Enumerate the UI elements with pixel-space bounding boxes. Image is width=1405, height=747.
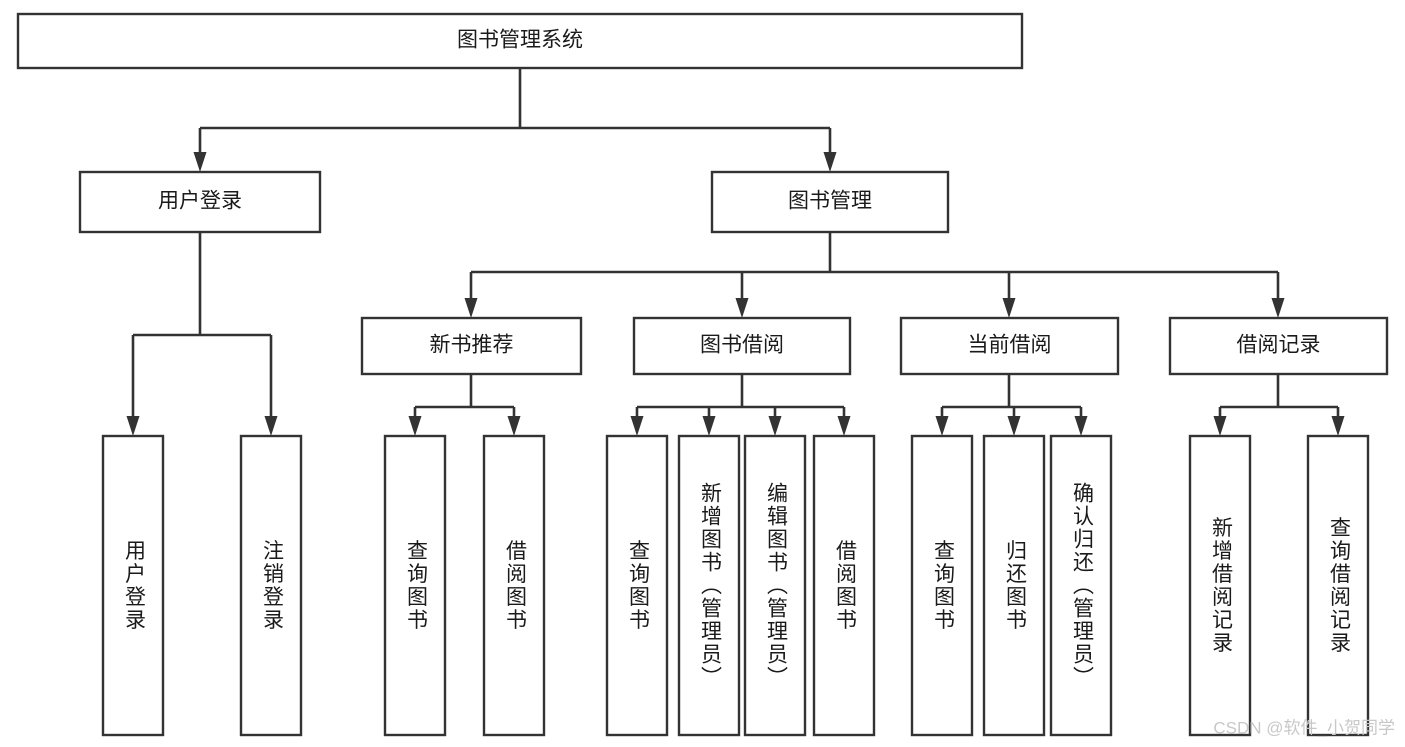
arrowhead-icon xyxy=(264,416,278,436)
node-label: 注销登录 xyxy=(260,540,284,632)
arrowhead-icon xyxy=(408,416,422,436)
node-label: 当前借阅 xyxy=(968,334,1052,357)
node-box[interactable] xyxy=(101,434,165,737)
node-box[interactable] xyxy=(710,170,950,234)
node-label: 确认归还（管理员） xyxy=(1070,482,1094,689)
node-box[interactable] xyxy=(360,316,583,376)
arrowhead-icon xyxy=(702,416,716,436)
watermark-layer: CSDN @软件_小贺同学 xyxy=(1213,718,1395,737)
node-leaf-return-book[interactable]: 归还图书 xyxy=(982,434,1046,737)
node-label: 用户登录 xyxy=(158,190,242,213)
connector-borrow-record-to-leaves xyxy=(1213,374,1345,436)
connector-current-borrow-to-leaves xyxy=(935,374,1088,436)
node-box[interactable] xyxy=(16,12,1024,70)
node-label: 新书推荐 xyxy=(430,334,514,357)
node-leaf-borrow-book-1[interactable]: 借阅图书 xyxy=(482,434,546,737)
watermark: CSDN @软件_小贺同学 xyxy=(1213,718,1395,737)
arrowhead-icon xyxy=(1007,416,1021,436)
arrowhead-icon xyxy=(126,416,140,436)
node-label: 图书管理 xyxy=(788,190,872,213)
node-box[interactable] xyxy=(1168,316,1389,376)
connector-user-login-to-leaves xyxy=(126,232,278,436)
node-label: 查询借阅记录 xyxy=(1327,517,1351,655)
node-current-borrow[interactable]: 当前借阅 xyxy=(899,316,1120,376)
node-book-borrow[interactable]: 图书借阅 xyxy=(632,316,852,376)
node-label: 查询图书 xyxy=(404,540,428,632)
connector-book-manage-to-level3 xyxy=(464,232,1285,318)
connector-root-to-level2 xyxy=(193,68,837,172)
node-label: 借阅图书 xyxy=(833,540,857,632)
node-label: 新增借阅记录 xyxy=(1209,517,1233,655)
node-label: 借阅图书 xyxy=(503,540,527,632)
arrowhead-icon xyxy=(1074,416,1088,436)
node-new-book-recommend[interactable]: 新书推荐 xyxy=(360,316,583,376)
node-box[interactable] xyxy=(383,434,447,737)
node-box[interactable] xyxy=(677,434,741,737)
node-box[interactable] xyxy=(743,434,807,737)
node-leaf-add-record[interactable]: 新增借阅记录 xyxy=(1188,434,1252,737)
node-leaf-query-book-3[interactable]: 查询图书 xyxy=(910,434,974,737)
node-label: 查询图书 xyxy=(626,540,650,632)
node-leaf-confirm-return[interactable]: 确认归还（管理员） xyxy=(1049,434,1113,737)
arrowhead-icon xyxy=(837,416,851,436)
node-box[interactable] xyxy=(482,434,546,737)
node-root[interactable]: 图书管理系统 xyxy=(16,12,1024,70)
arrowhead-icon xyxy=(464,298,478,318)
node-leaf-query-book-2[interactable]: 查询图书 xyxy=(605,434,669,737)
connector-book-borrow-to-leaves xyxy=(630,374,851,436)
arrowhead-icon xyxy=(1002,298,1016,318)
arrowhead-icon xyxy=(735,298,749,318)
node-leaf-user-login[interactable]: 用户登录 xyxy=(101,434,165,737)
node-user-login[interactable]: 用户登录 xyxy=(78,170,322,234)
node-box[interactable] xyxy=(605,434,669,737)
node-label: 新增图书（管理员） xyxy=(698,482,722,689)
arrowhead-icon xyxy=(768,416,782,436)
node-label: 编辑图书（管理员） xyxy=(764,482,788,689)
node-label: 查询图书 xyxy=(931,540,955,632)
node-box[interactable] xyxy=(812,434,876,737)
node-box[interactable] xyxy=(1049,434,1113,737)
node-leaf-logout[interactable]: 注销登录 xyxy=(239,434,303,737)
arrowhead-icon xyxy=(1213,416,1227,436)
connectors-layer xyxy=(126,68,1345,436)
node-leaf-borrow-book-2[interactable]: 借阅图书 xyxy=(812,434,876,737)
nodes-layer: 图书管理系统用户登录图书管理新书推荐图书借阅当前借阅借阅记录用户登录注销登录查询… xyxy=(16,12,1389,737)
arrowhead-icon xyxy=(193,152,207,172)
node-box[interactable] xyxy=(1306,434,1370,737)
node-box[interactable] xyxy=(899,316,1120,376)
arrowhead-icon xyxy=(935,416,949,436)
node-leaf-edit-book[interactable]: 编辑图书（管理员） xyxy=(743,434,807,737)
node-box[interactable] xyxy=(910,434,974,737)
node-box[interactable] xyxy=(78,170,322,234)
node-leaf-query-book-1[interactable]: 查询图书 xyxy=(383,434,447,737)
node-leaf-query-record[interactable]: 查询借阅记录 xyxy=(1306,434,1370,737)
node-label: 图书管理系统 xyxy=(457,29,583,52)
node-book-manage[interactable]: 图书管理 xyxy=(710,170,950,234)
node-borrow-record[interactable]: 借阅记录 xyxy=(1168,316,1389,376)
node-label: 借阅记录 xyxy=(1237,334,1321,357)
arrowhead-icon xyxy=(1271,298,1285,318)
arrowhead-icon xyxy=(823,152,837,172)
node-label: 用户登录 xyxy=(122,540,146,632)
node-box[interactable] xyxy=(982,434,1046,737)
node-box[interactable] xyxy=(1188,434,1252,737)
arrowhead-icon xyxy=(630,416,644,436)
node-label: 归还图书 xyxy=(1003,540,1027,632)
node-box[interactable] xyxy=(632,316,852,376)
connector-new-book-recommend-to-leaves xyxy=(408,374,521,436)
arrowhead-icon xyxy=(1331,416,1345,436)
node-box[interactable] xyxy=(239,434,303,737)
node-label: 图书借阅 xyxy=(700,334,784,357)
arrowhead-icon xyxy=(507,416,521,436)
node-leaf-add-book[interactable]: 新增图书（管理员） xyxy=(677,434,741,737)
